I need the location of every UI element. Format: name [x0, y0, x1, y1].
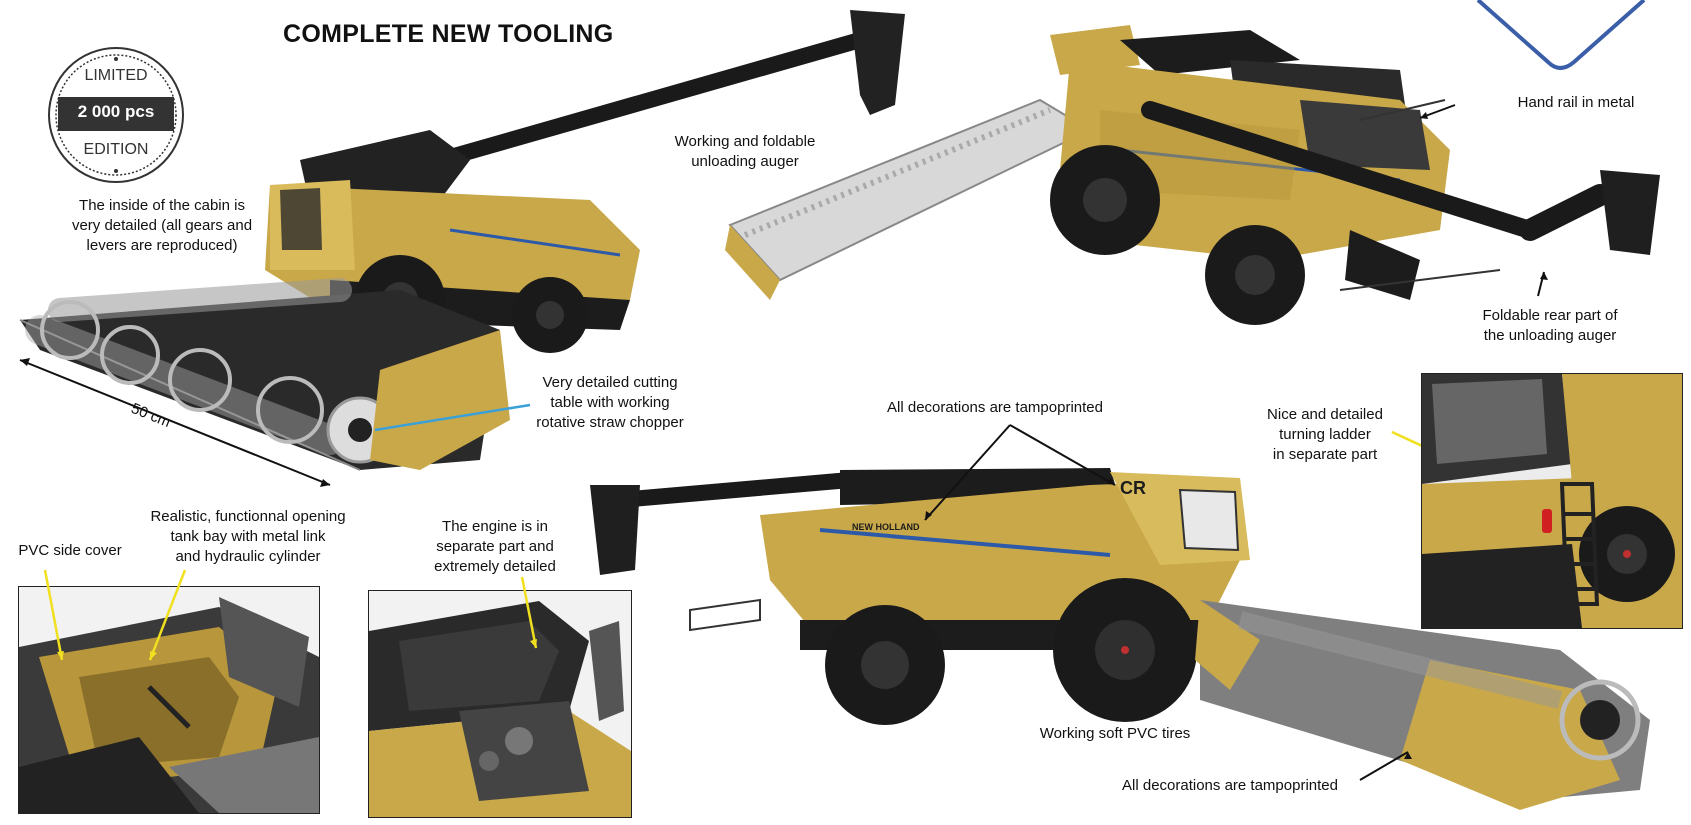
caption-ladder-line: in separate part	[1272, 446, 1378, 463]
caption-decorations-bottom: All decorations are tampoprinted	[1100, 776, 1360, 796]
limited-edition-badge: LIMITED 2 000 pcs EDITION	[46, 45, 186, 185]
caption-handrail-line: Hand rail in metal	[1517, 94, 1635, 111]
caption-cutting-table-line: rotative straw chopper	[536, 414, 684, 431]
caption-cabin-line: The inside of the cabin is	[79, 197, 245, 214]
caption-rear-auger-line: the unloading auger	[1483, 327, 1617, 344]
harvester-bottom-center	[590, 468, 1650, 810]
caption-auger-line: unloading auger	[691, 153, 799, 170]
new-holland-logo-mark: NEW HOLLAND	[852, 522, 920, 532]
caption-pvc-cover-line: PVC side cover	[18, 542, 122, 559]
caption-auger: Working and foldable unloading auger	[640, 132, 850, 172]
caption-decorations-bottom-line: All decorations are tampoprinted	[1122, 777, 1338, 794]
caption-tires: Working soft PVC tires	[1020, 724, 1210, 744]
caption-cutting-table: Very detailed cutting table with working…	[500, 373, 720, 433]
caption-rear-auger: Foldable rear part of the unloading auge…	[1460, 306, 1640, 346]
page-title: COMPLETE NEW TOOLING	[283, 20, 614, 48]
caption-ladder-line: turning ladder	[1279, 426, 1371, 443]
caption-ladder: Nice and detailed turning ladder in sepa…	[1240, 405, 1410, 465]
caption-cabin: The inside of the cabin is very detailed…	[40, 196, 284, 256]
badge-top-text: LIMITED	[84, 67, 148, 84]
caption-auger-line: Working and foldable	[674, 133, 816, 150]
caption-decorations-top: All decorations are tampoprinted	[870, 398, 1120, 418]
caption-ladder-line: Nice and detailed	[1267, 406, 1383, 423]
ladder-illustration	[1422, 374, 1682, 628]
tank-bay-illustration	[19, 587, 319, 813]
caption-rear-auger-line: Foldable rear part of	[1482, 307, 1618, 324]
caption-handrail: Hand rail in metal	[1476, 93, 1676, 113]
badge-middle-text: 2 000 pcs	[77, 102, 155, 121]
caption-cutting-table-line: table with working	[550, 394, 670, 411]
caption-cabin-line: levers are reproduced)	[86, 237, 238, 254]
badge-bottom-text: EDITION	[83, 141, 149, 158]
harvester-top-right	[725, 25, 1660, 325]
caption-tank-bay-line: tank bay with metal link	[170, 528, 326, 545]
caption-tank-bay-line: Realistic, functionnal opening	[150, 508, 346, 525]
inset-photo-ladder	[1421, 373, 1683, 629]
badge-seal-icon	[48, 47, 184, 183]
caption-engine: The engine is in separate part and extre…	[410, 517, 580, 577]
caption-tires-line: Working soft PVC tires	[1039, 725, 1191, 742]
inset-photo-tank-bay	[18, 586, 320, 814]
caption-tank-bay: Realistic, functionnal opening tank bay …	[128, 507, 368, 567]
caption-tank-bay-line: and hydraulic cylinder	[175, 548, 321, 565]
caption-engine-line: extremely detailed	[434, 558, 556, 575]
caption-cutting-table-line: Very detailed cutting	[542, 374, 678, 391]
caption-engine-line: The engine is in	[442, 518, 548, 535]
harvester-top-left	[19, 10, 905, 487]
caption-decorations-top-line: All decorations are tampoprinted	[887, 399, 1103, 416]
caption-cabin-line: very detailed (all gears and	[71, 217, 253, 234]
cr-logo-mark: CR	[1120, 478, 1146, 498]
caption-engine-line: separate part and	[436, 538, 554, 555]
caption-pvc-cover: PVC side cover	[0, 541, 140, 561]
